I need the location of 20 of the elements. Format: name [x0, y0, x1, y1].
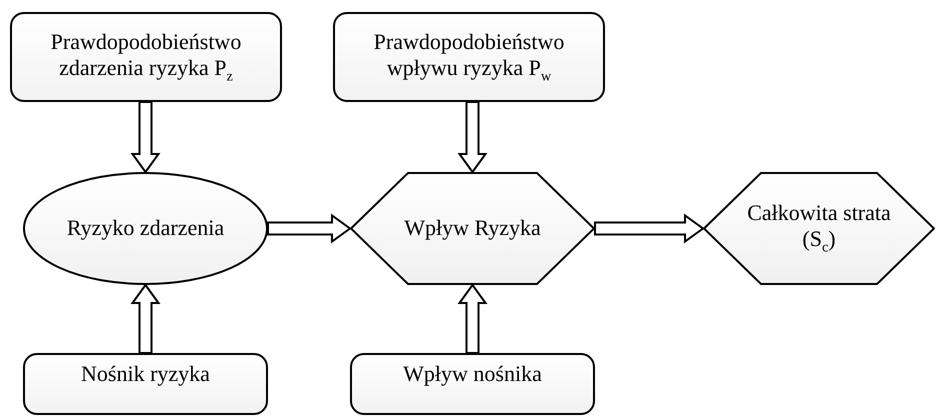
block-arrow — [130, 101, 160, 174]
ellipse-node — [23, 172, 268, 285]
node-label: Całkowita strata (S$_{c}$) — [746, 200, 892, 257]
node-label: Wpływ nośnika — [403, 361, 542, 388]
node-label: Ryzyko zdarzenia — [66, 215, 224, 242]
rounded-box — [350, 353, 595, 415]
node-label: Wpływ Ryzyka — [404, 215, 541, 242]
hexagon-node — [350, 172, 595, 285]
node-label: Prawdopodobieństwo zdarzenia ryzyka P$_{z}$ — [50, 28, 242, 86]
hexagon-node — [703, 172, 935, 285]
rounded-box — [23, 353, 268, 415]
block-arrow — [267, 214, 352, 244]
block-arrow — [130, 283, 160, 354]
rounded-box — [333, 12, 605, 102]
node-label: Prawdopodobieństwo wpływu ryzyka P$_{w}$ — [372, 28, 566, 86]
node-label: Nośnik ryzyka — [81, 361, 210, 388]
block-arrow — [458, 283, 488, 354]
block-arrow — [458, 101, 488, 174]
rounded-box — [10, 12, 282, 102]
block-arrow — [594, 214, 705, 244]
